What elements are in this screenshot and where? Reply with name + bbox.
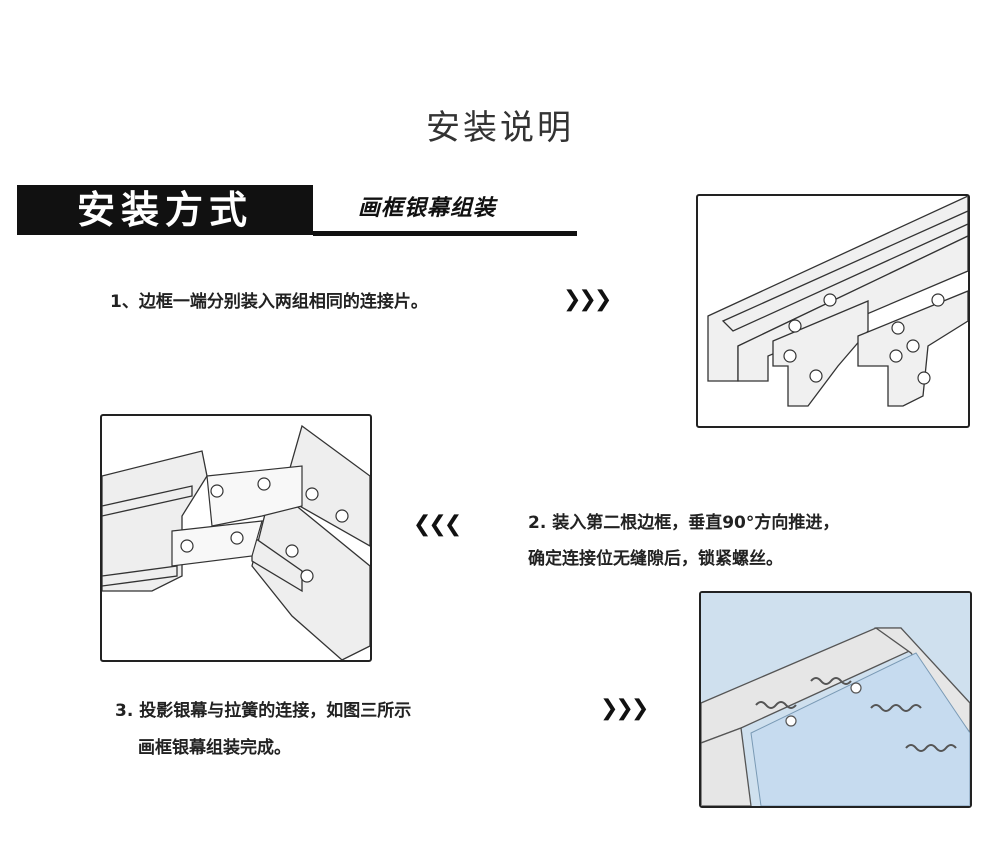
figure-1-connector-plates (696, 194, 970, 428)
screw-icons (180, 477, 349, 583)
step-2-line-1: 2. 装入第二根边框，垂直90°方向推进， (528, 513, 840, 533)
section-heading: 安装方式 (17, 185, 313, 235)
chevrons-right-icon: ❯❯❯ (600, 696, 649, 721)
spring-icons (755, 677, 957, 752)
section-underline (313, 231, 577, 236)
chevrons-right-icon: ❯❯❯ (563, 287, 612, 312)
figure-1-drawing (707, 196, 968, 407)
step-2-line-2: 确定连接位无缝隙后，锁紧螺丝。 (528, 549, 783, 569)
figure-2-drawing (102, 424, 370, 660)
figure-2-frame-joint (100, 414, 372, 662)
figure-3-springs (699, 591, 972, 808)
section-subheading: 画框银幕组装 (358, 196, 497, 221)
chevrons-left-icon: ❮❮❮ (413, 512, 462, 537)
page-title: 安装说明 (426, 108, 574, 148)
figure-3-drawing (701, 593, 970, 806)
step-1-text: 1、边框一端分别装入两组相同的连接片。 (110, 292, 428, 312)
screw-icons (783, 293, 945, 385)
screw-icons (785, 682, 862, 727)
step-3-line-1: 3. 投影银幕与拉簧的连接，如图三所示 (115, 701, 412, 721)
step-3-line-2: 画框银幕组装完成。 (138, 738, 291, 758)
